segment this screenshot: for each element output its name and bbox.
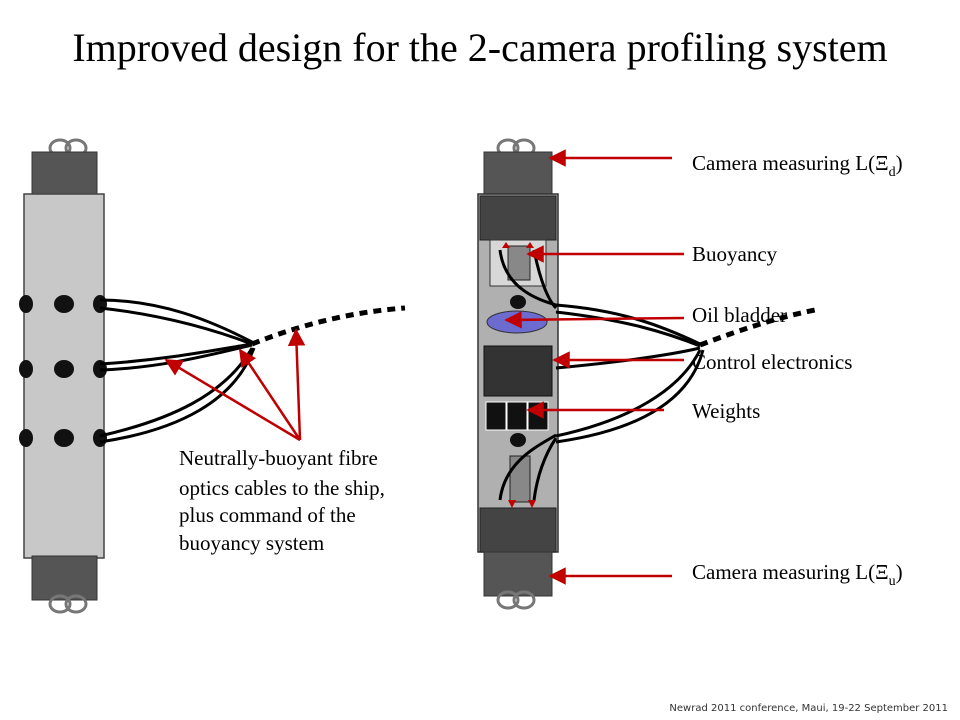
annotation-arrows — [164, 328, 306, 442]
lower-component — [509, 455, 531, 503]
top-camera-cap — [31, 151, 98, 197]
label-camera-downwelling: Camera measuring L(Ξd) — [692, 151, 903, 180]
slide-footer: Newrad 2011 conference, Maui, 19-22 Sept… — [669, 703, 948, 714]
slide-title: Improved design for the 2-camera profili… — [72, 25, 888, 70]
annotation-line-3: plus command of the — [179, 503, 356, 527]
label-oil-bladder: Oil bladder — [692, 303, 787, 327]
label-buoyancy: Buoyancy — [692, 242, 778, 266]
cutaway-cables — [498, 249, 816, 501]
upper-end-cap — [479, 195, 557, 241]
label-weights: Weights — [692, 399, 760, 423]
profiler-cutaway: Camera measuring L(Ξd) Buoyancy Oil blad… — [477, 138, 903, 610]
oil-bladder — [486, 310, 548, 334]
lower-end-cap — [479, 507, 557, 553]
control-electronics-box — [483, 345, 553, 397]
label-control-electronics: Control electronics — [692, 350, 852, 374]
label-camera-upwelling: Camera measuring L(Ξu) — [692, 560, 903, 589]
profiler-exterior: Neutrally-buoyant fibre optics cables to… — [19, 138, 406, 614]
bottom-camera-cap — [31, 555, 98, 601]
annotation-line-1: Neutrally-buoyant fibre — [179, 446, 378, 470]
cutaway-ports — [510, 295, 526, 447]
cutaway-top-camera — [483, 151, 553, 197]
cutaway-bottom-camera — [483, 551, 553, 597]
annotation-line-2: optics cables to the ship, — [179, 476, 385, 500]
callout-arrows — [504, 149, 685, 585]
cable-annotation: Neutrally-buoyant fibre optics cables to… — [179, 446, 390, 555]
bottom-lifting-ring — [48, 594, 88, 614]
weights-blocks — [485, 401, 549, 431]
annotation-line-4: buoyancy system — [179, 531, 324, 555]
cutaway-bottom-lifting-ring — [496, 590, 536, 610]
